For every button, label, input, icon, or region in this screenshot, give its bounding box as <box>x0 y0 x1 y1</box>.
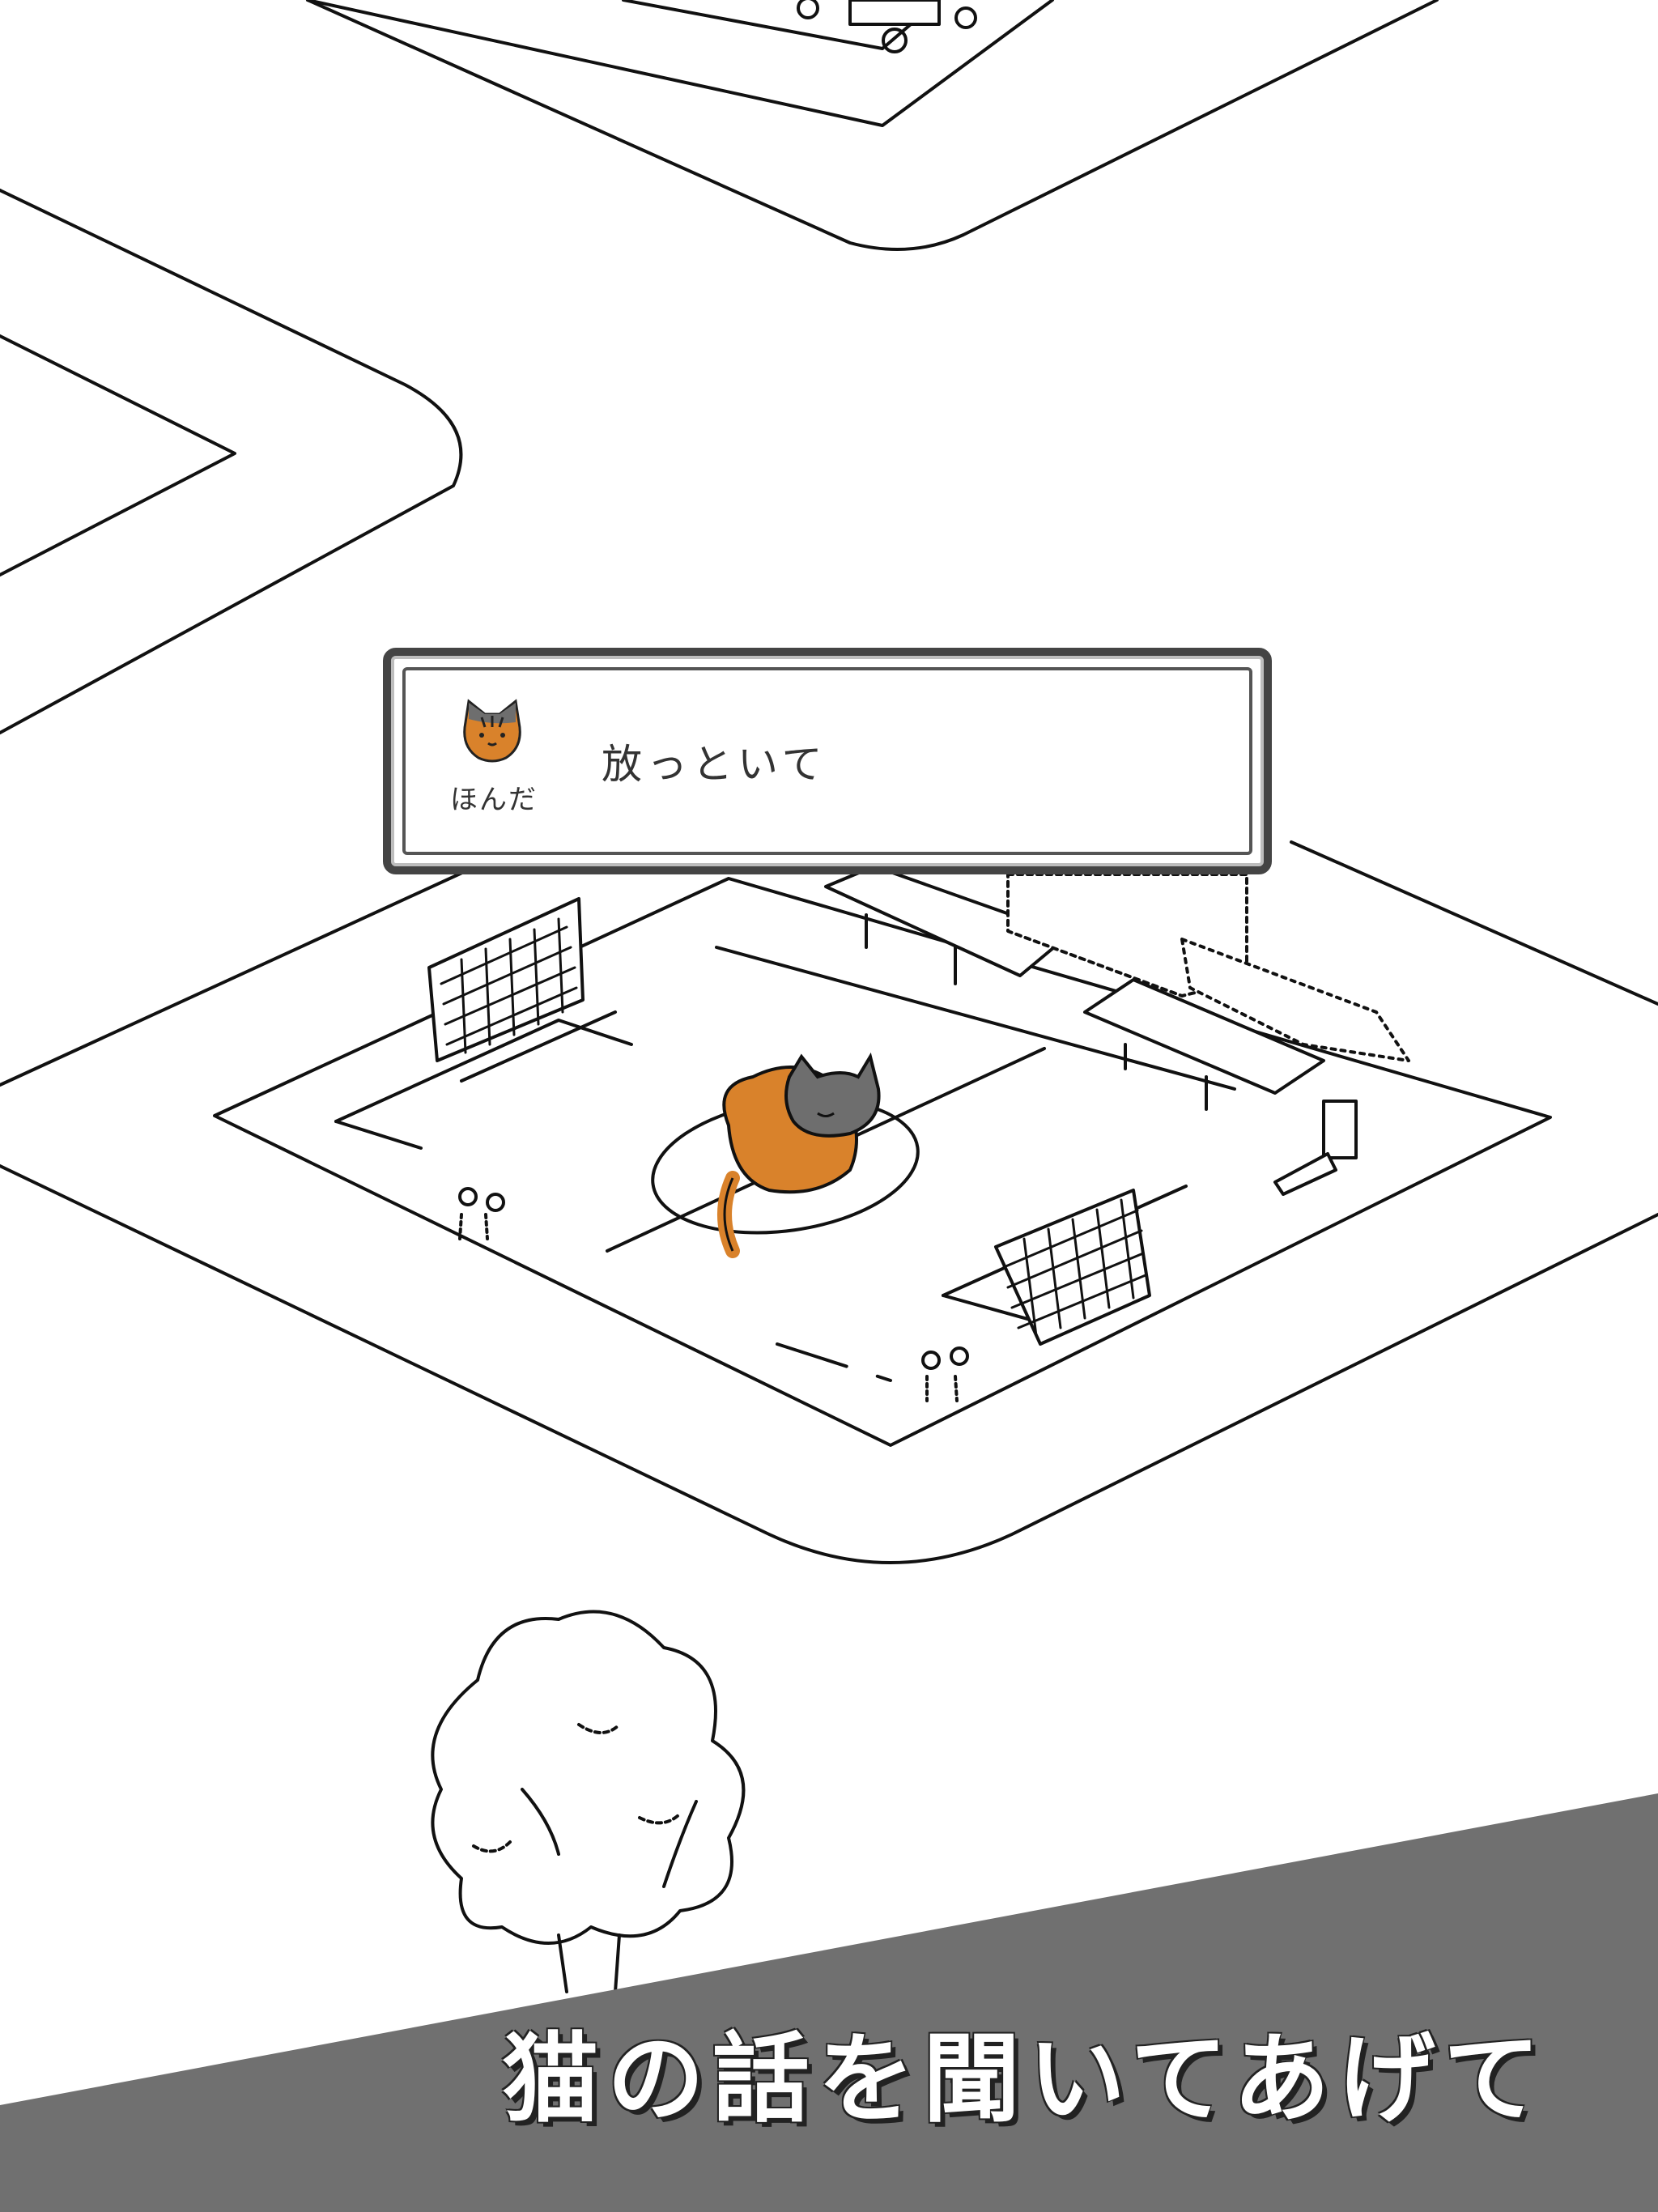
dialog-inner-frame <box>402 667 1252 855</box>
banner-caption: 猫の話を聞いてあげて <box>502 2023 1549 2136</box>
cart-icon <box>797 0 977 53</box>
stone-wall <box>1006 873 1410 1062</box>
dialog-box[interactable]: ほんだ 放っといて <box>383 648 1272 874</box>
caption-banner <box>0 1793 1658 2212</box>
goal-left <box>427 897 585 1062</box>
cat-face-icon <box>463 699 521 763</box>
flower-icon <box>458 1187 505 1240</box>
road <box>0 0 1439 734</box>
tree <box>431 1610 746 1993</box>
dialog-message: 放っといて <box>602 741 827 788</box>
cat-character <box>717 1052 881 1258</box>
goal-right <box>994 1189 1151 1346</box>
trash-cup-icon <box>1273 1100 1358 1196</box>
flower-icon <box>921 1346 969 1402</box>
bench-front <box>1083 978 1325 1111</box>
speaker-name: ほんだ <box>450 784 538 816</box>
soccer-field <box>213 877 1552 1447</box>
park-platform <box>0 840 1658 1564</box>
